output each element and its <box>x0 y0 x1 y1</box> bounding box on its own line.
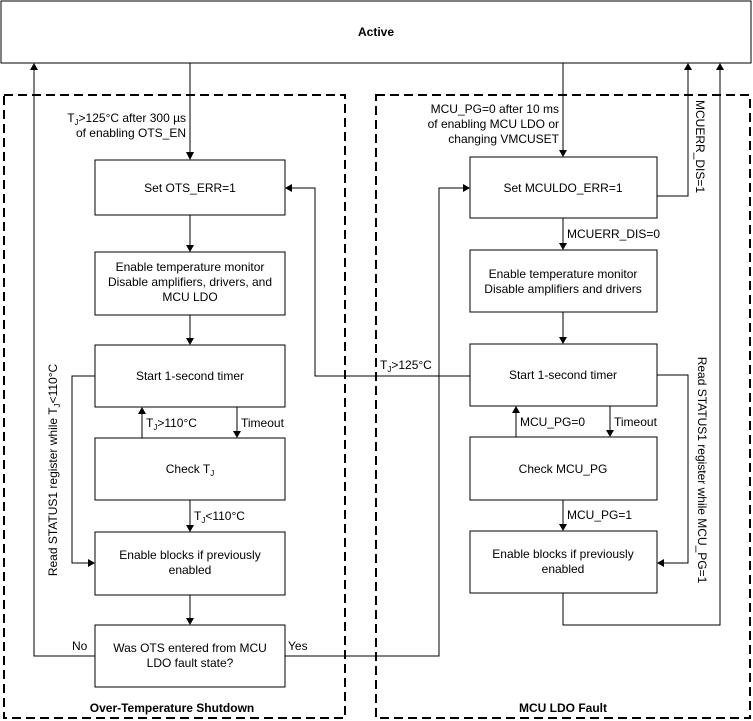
ots-flow-arrowhead-2 <box>186 338 194 345</box>
ots-yes-label: Yes <box>288 639 308 653</box>
ots-no-arrowhead <box>30 63 38 70</box>
mcu-group-title: MCU LDO Fault <box>519 701 607 715</box>
mcu-timer-box <box>469 343 658 407</box>
ots-enable-blocks-box <box>94 531 286 596</box>
ots-entry-arrowhead <box>186 152 194 160</box>
mcu-return-arrowhead <box>716 63 724 70</box>
ots-yes-arrowhead <box>463 184 470 192</box>
ots-decision-box <box>94 624 286 688</box>
ots-decision-line-2: LDO fault state? <box>147 656 234 670</box>
ots-enable-blocks-line-2: enabled <box>169 563 212 577</box>
mcu-side-loop-arrowhead <box>657 559 664 567</box>
mcu-pg0-arrowhead <box>512 406 520 413</box>
mcu-entry-condition-2: of enabling MCU LDO or <box>428 117 559 131</box>
mcu-enable-monitor-line-2: Disable amplifiers and drivers <box>484 282 641 296</box>
ots-retry-arrowhead <box>138 407 146 414</box>
cross-overtemp-label: TJ>125°C <box>380 358 432 374</box>
mcu-flow-arrowhead-1 <box>559 337 567 344</box>
ots-group-title: Over-Temperature Shutdown <box>90 701 254 715</box>
ots-timeout-arrowhead <box>233 431 241 438</box>
ots-cool-label: TJ<110°C <box>194 509 245 525</box>
ots-set-err-label: Set OTS_ERR=1 <box>144 181 236 195</box>
mcu-side-loop <box>657 374 689 564</box>
mcu-set-err-box <box>469 156 658 219</box>
ots-flow-arrowhead-1 <box>186 245 194 252</box>
mcu-enable-monitor-box <box>469 249 658 313</box>
mcu-enable-blocks-line-2: enabled <box>542 562 585 576</box>
mcu-entry-condition-1: MCU_PG=0 after 10 ms <box>431 102 559 116</box>
mcu-return-path <box>562 70 721 626</box>
ots-enable-monitor-line-2: Disable amplifiers, drivers, and <box>108 275 272 289</box>
active-state-box <box>0 0 752 64</box>
ots-entry-condition-1: TJ>125°C after 300 µs <box>67 111 186 127</box>
cross-overtemp-path <box>292 187 470 377</box>
ots-no-label: No <box>72 639 88 653</box>
cross-overtemp-arrowhead <box>285 184 292 192</box>
mcu-pg1-arrowhead <box>559 524 567 531</box>
mcu-set-err-label: Set MCULDO_ERR=1 <box>503 181 622 195</box>
mcu-enable-blocks-box <box>469 530 658 594</box>
mcu-enable-blocks-line-1: Enable blocks if previously <box>492 547 633 561</box>
ots-retry-label: TJ>110°C <box>146 416 197 432</box>
ots-timeout-label: Timeout <box>241 416 285 430</box>
ots-side-loop <box>71 375 95 564</box>
ots-side-label: Read STATUS1 register while TJ<110°C <box>46 364 62 577</box>
mcu-dis0-label: MCUERR_DIS=0 <box>567 227 660 241</box>
mcu-enable-monitor-line-1: Enable temperature monitor <box>489 267 638 281</box>
active-state-label: Active <box>358 25 394 39</box>
mcu-dis0-arrowhead <box>559 243 567 250</box>
ots-enable-blocks-line-1: Enable blocks if previously <box>119 548 260 562</box>
mcu-check-box <box>469 436 658 501</box>
ots-flow-arrowhead-3 <box>186 618 194 625</box>
mcu-dis1-arrowhead <box>684 63 692 70</box>
ots-enable-monitor-box <box>94 251 286 316</box>
ots-check-box <box>94 437 286 501</box>
mcu-dis1-path <box>657 70 689 197</box>
ots-enable-monitor-line-3: MCU LDO <box>162 290 217 304</box>
mcu-timeout-label: Timeout <box>614 415 658 429</box>
mcu-pg0-label: MCU_PG=0 <box>520 415 585 429</box>
ots-decision-line-1: Was OTS entered from MCU <box>113 641 267 655</box>
ots-side-loop-arrowhead <box>88 559 95 567</box>
ots-timer-label: Start 1-second timer <box>136 369 244 383</box>
ots-check-label: Check TJ <box>166 462 214 478</box>
ots-timer-box <box>94 344 286 408</box>
ots-no-path <box>33 70 95 657</box>
mcu-entry-condition-3: changing VMCUSET <box>448 132 559 146</box>
ots-entry-condition-2: of enabling OTS_EN <box>76 126 186 140</box>
ots-yes-path <box>285 187 463 657</box>
mcu-side-label: Read STATUS1 register while MCU_PG=1 <box>695 357 709 584</box>
mcu-timeout-arrowhead <box>606 430 614 437</box>
mcu-check-label: Check MCU_PG <box>519 462 608 476</box>
mcu-pg1-label: MCU_PG=1 <box>567 508 632 522</box>
ots-group-border <box>3 94 346 719</box>
mcu-dis1-label: MCUERR_DIS=1 <box>693 100 707 193</box>
ots-enable-monitor-line-1: Enable temperature monitor <box>116 260 265 274</box>
mcu-timer-label: Start 1-second timer <box>509 368 617 382</box>
mcu-entry-arrowhead <box>559 150 567 157</box>
ots-set-err-box <box>94 159 286 216</box>
ots-cool-arrowhead <box>186 525 194 532</box>
